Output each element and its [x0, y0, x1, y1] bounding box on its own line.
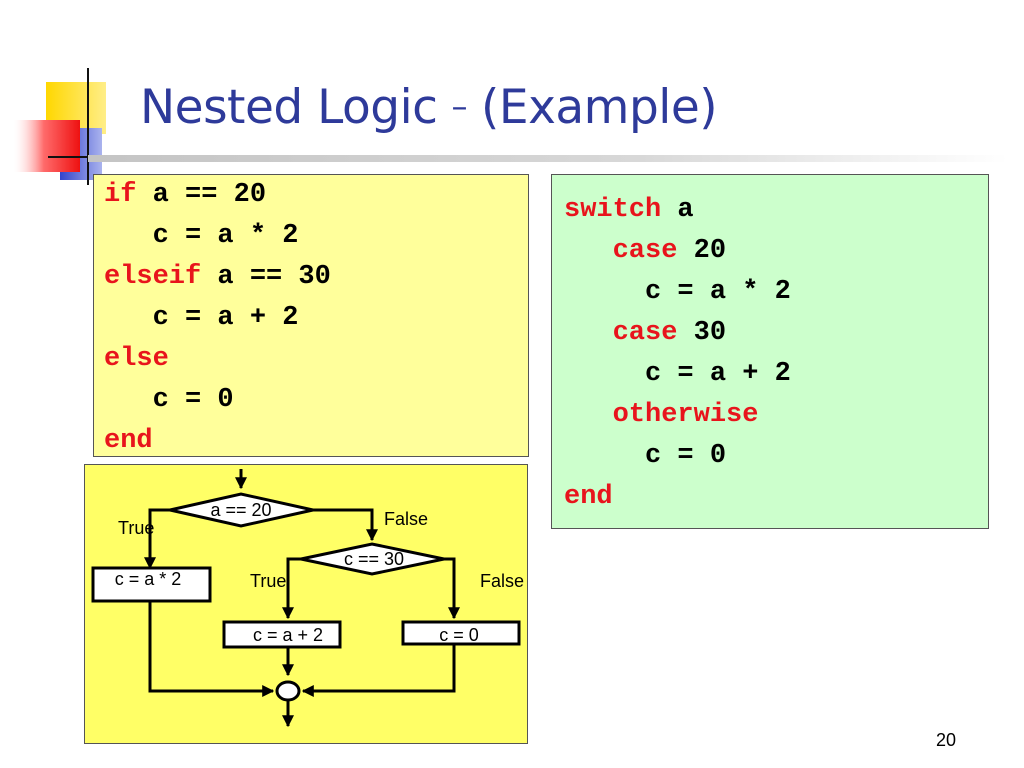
title-paren: (Example)	[481, 80, 718, 135]
code-keyword: end	[104, 426, 153, 456]
code-text: c = a + 2	[104, 303, 299, 333]
code-line: c = 0	[564, 436, 988, 477]
code-keyword: if	[104, 180, 137, 210]
flow-arrow	[301, 644, 456, 697]
process-c-eq-a-plus-2-label: c = a + 2	[253, 625, 323, 645]
page-number: 20	[936, 730, 957, 750]
code-line: c = a * 2	[564, 272, 988, 313]
code-text: 20	[677, 236, 727, 266]
code-line: otherwise	[564, 395, 988, 436]
code-keyword: else	[104, 344, 169, 374]
code-line: case 20	[564, 231, 988, 272]
code-line: elseif a == 30	[104, 257, 528, 298]
process-c-eq-a-times-2	[91, 566, 212, 603]
if-elseif-code-box: if a == 20 c = a * 2 elseif a == 30 c = …	[93, 174, 529, 457]
code-indent	[564, 318, 613, 348]
merge-node	[275, 680, 301, 702]
code-text: a == 30	[201, 262, 331, 292]
flow-arrow	[444, 557, 460, 620]
false-label: False	[384, 509, 428, 529]
slide-title: Nested Logic–(Example)	[140, 68, 718, 148]
code-text: c = 0	[104, 385, 234, 415]
switch-code-box: switch a case 20 c = a * 2 case 30 c = a…	[551, 174, 989, 529]
code-line: c = a + 2	[104, 298, 528, 339]
flow-arrow	[282, 557, 301, 620]
process-c-eq-0-label: c = 0	[439, 625, 479, 645]
code-keyword: case	[612, 318, 678, 348]
code-line: else	[104, 339, 528, 380]
flow-arrow	[313, 508, 378, 542]
flow-arrow	[144, 508, 170, 570]
code-line: if a == 20	[104, 175, 528, 216]
code-text: c = a + 2	[564, 359, 791, 389]
title-dash: –	[451, 87, 468, 125]
code-text: c = a * 2	[104, 221, 299, 251]
code-keyword: end	[564, 482, 613, 512]
code-keyword: case	[612, 236, 678, 266]
false-label: False	[480, 571, 524, 591]
code-text: a == 20	[136, 180, 267, 210]
code-text: c = 0	[564, 441, 727, 471]
code-text: 30	[677, 318, 727, 348]
code-indent	[564, 400, 613, 430]
code-line: end	[104, 421, 528, 462]
flowchart: a == 20 True False c == 30 c = a * 2 Tru…	[91, 469, 524, 728]
process-c-eq-a-times-2-label: c = a * 2	[115, 569, 182, 589]
true-label: True	[250, 571, 286, 591]
code-text: a	[661, 195, 694, 225]
code-line: c = a * 2	[104, 216, 528, 257]
code-line: case 30	[564, 313, 988, 354]
title-decoration	[14, 68, 140, 185]
process-c-eq-0	[401, 620, 521, 646]
flow-arrow	[148, 601, 275, 697]
decision-a-eq-20-label: a == 20	[210, 500, 271, 520]
code-indent	[564, 236, 613, 266]
code-line: switch a	[564, 190, 988, 231]
code-keyword: otherwise	[612, 400, 759, 430]
code-keyword: switch	[564, 195, 662, 225]
code-line: end	[564, 477, 988, 518]
code-text: c = a * 2	[564, 277, 791, 307]
title-underline	[88, 155, 1008, 162]
title-main: Nested Logic	[140, 80, 438, 135]
code-keyword: elseif	[104, 262, 202, 292]
code-line: c = 0	[104, 380, 528, 421]
process-c-eq-a-plus-2	[222, 620, 342, 649]
decision-c-eq-30-label: c == 30	[344, 549, 404, 569]
code-line: c = a + 2	[564, 354, 988, 395]
true-label: True	[118, 518, 154, 538]
